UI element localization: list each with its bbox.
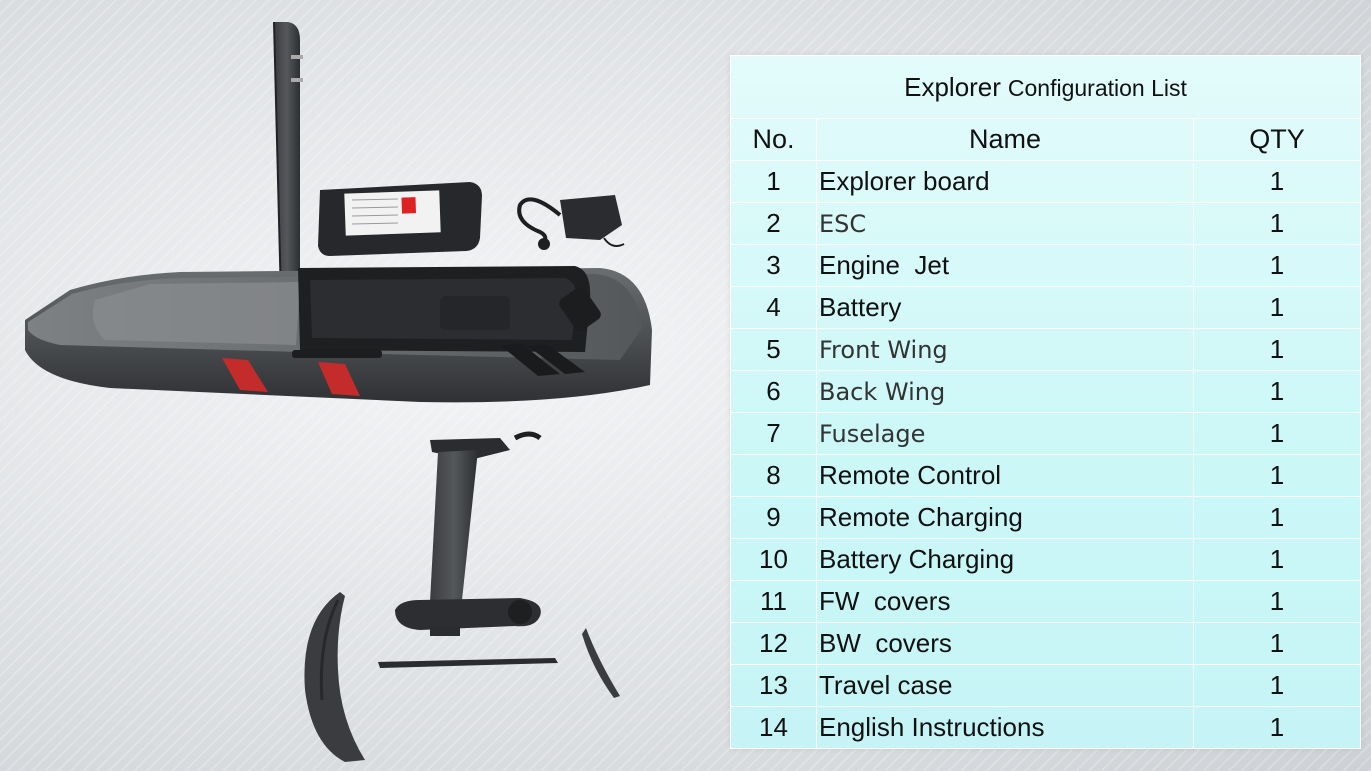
lower-mast-motor: [395, 431, 542, 636]
row-name: FW covers: [816, 580, 1194, 623]
table-row: 1 Explorer board 1: [730, 160, 1361, 203]
table-row: 8 Remote Control 1: [730, 454, 1361, 497]
row-number: 8: [730, 454, 817, 497]
table-row: 5 Front Wing 1: [730, 328, 1361, 371]
front-wing-part: [304, 592, 365, 762]
table-row: 2 ESC 1: [730, 202, 1361, 245]
row-qty: 1: [1193, 454, 1361, 497]
row-name: Battery Charging: [816, 538, 1194, 581]
configuration-list-table: Explorer Configuration List No. Name QTY…: [730, 55, 1361, 749]
row-number: 10: [730, 538, 817, 581]
column-header-no: No.: [730, 118, 817, 161]
row-name: Back Wing: [816, 370, 1194, 413]
row-number: 7: [730, 412, 817, 455]
row-name: Battery: [816, 286, 1194, 329]
table-header-row: No. Name QTY: [730, 118, 1361, 161]
back-wing-part: [582, 628, 620, 698]
row-number: 4: [730, 286, 817, 329]
table-row: 3 Engine Jet 1: [730, 244, 1361, 287]
row-number: 6: [730, 370, 817, 413]
table-row: 11 FW covers 1: [730, 580, 1361, 623]
row-number: 9: [730, 496, 817, 539]
row-name: Explorer board: [816, 160, 1194, 203]
table-title: Explorer Configuration List: [730, 55, 1361, 119]
battery-part: [318, 182, 482, 256]
table-row: 12 BW covers 1: [730, 622, 1361, 665]
row-qty: 1: [1193, 664, 1361, 707]
row-qty: 1: [1193, 286, 1361, 329]
row-qty: 1: [1193, 244, 1361, 287]
row-name: Travel case: [816, 664, 1194, 707]
table-row: 6 Back Wing 1: [730, 370, 1361, 413]
product-exploded-illustration: [25, 21, 652, 762]
row-qty: 1: [1193, 160, 1361, 203]
row-qty: 1: [1193, 496, 1361, 539]
row-qty: 1: [1193, 622, 1361, 665]
row-name: Front Wing: [816, 328, 1194, 371]
row-name: ESC: [816, 202, 1194, 245]
row-qty: 1: [1193, 580, 1361, 623]
row-qty: 1: [1193, 328, 1361, 371]
table-row: 4 Battery 1: [730, 286, 1361, 329]
row-name: English Instructions: [816, 706, 1194, 749]
row-name: Engine Jet: [816, 244, 1194, 287]
row-qty: 1: [1193, 412, 1361, 455]
row-number: 11: [730, 580, 817, 623]
row-number: 5: [730, 328, 817, 371]
row-qty: 1: [1193, 538, 1361, 581]
table-row: 13 Travel case 1: [730, 664, 1361, 707]
row-name: Remote Control: [816, 454, 1194, 497]
row-qty: 1: [1193, 706, 1361, 749]
column-header-qty: QTY: [1193, 118, 1361, 161]
table-title-row: Explorer Configuration List: [730, 55, 1361, 119]
row-name: Remote Charging: [816, 496, 1194, 539]
fuselage-part: [378, 658, 558, 668]
table-row: 7 Fuselage 1: [730, 412, 1361, 455]
row-number: 2: [730, 202, 817, 245]
column-header-name: Name: [816, 118, 1194, 161]
row-qty: 1: [1193, 202, 1361, 245]
board-hull: [25, 266, 652, 403]
table-title-sub: Configuration List: [1007, 74, 1187, 101]
row-qty: 1: [1193, 370, 1361, 413]
esc-part: [517, 195, 625, 250]
table-title-main: Explorer: [904, 71, 1001, 102]
table-row: 10 Battery Charging 1: [730, 538, 1361, 581]
row-number: 1: [730, 160, 817, 203]
row-number: 12: [730, 622, 817, 665]
row-name: BW covers: [816, 622, 1194, 665]
row-number: 13: [730, 664, 817, 707]
row-name: Fuselage: [816, 412, 1194, 455]
table-row: 9 Remote Charging 1: [730, 496, 1361, 539]
row-number: 3: [730, 244, 817, 287]
row-number: 14: [730, 706, 817, 749]
table-row: 14 English Instructions 1: [730, 706, 1361, 749]
